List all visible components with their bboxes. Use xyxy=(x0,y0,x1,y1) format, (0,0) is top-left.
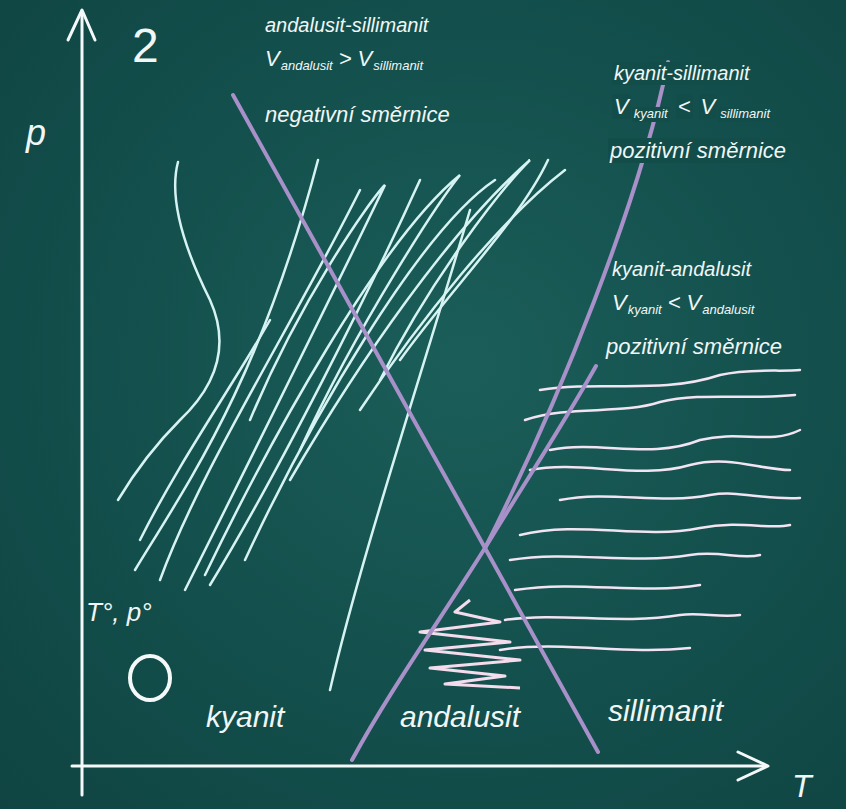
boundary-title: andalusit-sillimanit xyxy=(265,14,428,37)
relation-sign: < xyxy=(668,290,681,315)
axis-label: p xyxy=(26,112,46,153)
volume-symbol-text: V xyxy=(614,94,629,119)
volume-subscript-text: sillimanit xyxy=(720,106,770,121)
relation-sign: > xyxy=(339,46,352,71)
kyanite-hatching xyxy=(118,160,565,690)
andalusite-hatching xyxy=(420,600,520,688)
volume-symbol: V xyxy=(612,290,627,315)
standard-state-label: T°, p° xyxy=(86,598,152,628)
standard-state-circle xyxy=(130,656,170,700)
slope-note-text: pozitivní směrnice xyxy=(606,334,782,359)
axis-label-text: T xyxy=(792,768,812,804)
volume-symbol-text: V xyxy=(687,290,702,315)
volume-subscript: kyanit xyxy=(632,107,670,122)
slope-note: negativní směrnice xyxy=(265,102,450,127)
volume-symbol: V xyxy=(358,46,373,71)
volume-subscript: andalusit xyxy=(702,303,754,318)
slope-note: pozitivní směrnice xyxy=(606,334,782,359)
boundary-title-text: kyanit-sillimanit xyxy=(614,62,750,84)
sillimanite-hatching xyxy=(500,370,800,650)
boundary-title-text: andalusit-sillimanit xyxy=(265,14,428,36)
slope-note-text: negativní směrnice xyxy=(265,102,450,127)
volume-subscript-text: kyanit xyxy=(634,106,668,121)
kyanite-sillimanite-line xyxy=(485,62,668,548)
volume-subscript-text: andalusit xyxy=(702,302,754,317)
relation-sign-text: < xyxy=(678,94,691,119)
volume-subscript: kyanit xyxy=(628,303,662,318)
phase-boundaries xyxy=(233,62,668,760)
phase-name: sillimanit xyxy=(608,694,723,729)
phase-name: kyanit xyxy=(206,700,284,735)
slope-note: pozitivní směrnice xyxy=(608,138,788,163)
slope-note-text: pozitivní směrnice xyxy=(610,138,786,163)
kyanite-andalusite-line xyxy=(352,366,596,760)
axis-label-text: p xyxy=(26,112,46,153)
boundary-title: kyanit-andalusit xyxy=(612,258,751,281)
volume-symbol: V xyxy=(612,94,631,119)
phase-name-text: kyanit xyxy=(206,700,284,733)
volume-symbol-text: V xyxy=(701,94,716,119)
volume-subscript-text: andalusit xyxy=(281,58,333,73)
volume-subscript-text: kyanit xyxy=(628,302,662,317)
relation-sign-text: < xyxy=(668,290,681,315)
relation-sign-text: > xyxy=(339,46,352,71)
figure-number-text: 2 xyxy=(132,19,159,72)
standard-state-label-text: T°, p° xyxy=(86,597,152,627)
figure-number: 2 xyxy=(132,18,159,73)
volume-subscript: sillimanit xyxy=(373,59,423,74)
boundary-title: kyanit-sillimanit xyxy=(612,62,752,85)
volume-subscript: andalusit xyxy=(281,59,333,74)
volume-symbol-text: V xyxy=(265,46,280,71)
volume-subscript: sillimanit xyxy=(718,107,772,122)
relation-sign: < xyxy=(676,94,693,119)
boundary-title-text: kyanit-andalusit xyxy=(612,258,751,280)
volume-subscript-text: sillimanit xyxy=(373,58,423,73)
phase-name-text: sillimanit xyxy=(608,694,723,727)
volume-symbol-text: V xyxy=(358,46,373,71)
volume-symbol: V xyxy=(699,94,718,119)
volume-symbol: V xyxy=(265,46,280,71)
phase-name-text: andalusit xyxy=(400,700,520,733)
phase-name: andalusit xyxy=(400,700,520,735)
volume-symbol: V xyxy=(687,290,702,315)
axis-label: T xyxy=(792,768,812,805)
volume-symbol-text: V xyxy=(612,290,627,315)
